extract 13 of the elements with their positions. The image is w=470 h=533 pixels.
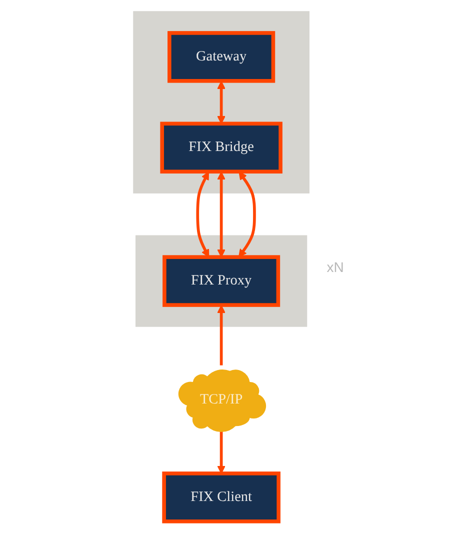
- node-box: FIX Proxy: [162, 255, 280, 307]
- arrow: [217, 80, 226, 124]
- node-box: FIX Bridge: [160, 122, 283, 174]
- cluster: [136, 235, 308, 327]
- arrow: [238, 172, 256, 258]
- arrow: [217, 430, 226, 474]
- cluster: [133, 11, 310, 194]
- arrow: [196, 172, 210, 258]
- multiplicity-label: xN: [326, 258, 344, 274]
- arrow: [217, 172, 226, 258]
- node-box: FIX Client: [162, 472, 281, 524]
- arrow: [217, 305, 226, 366]
- node-box: Gateway: [168, 31, 276, 83]
